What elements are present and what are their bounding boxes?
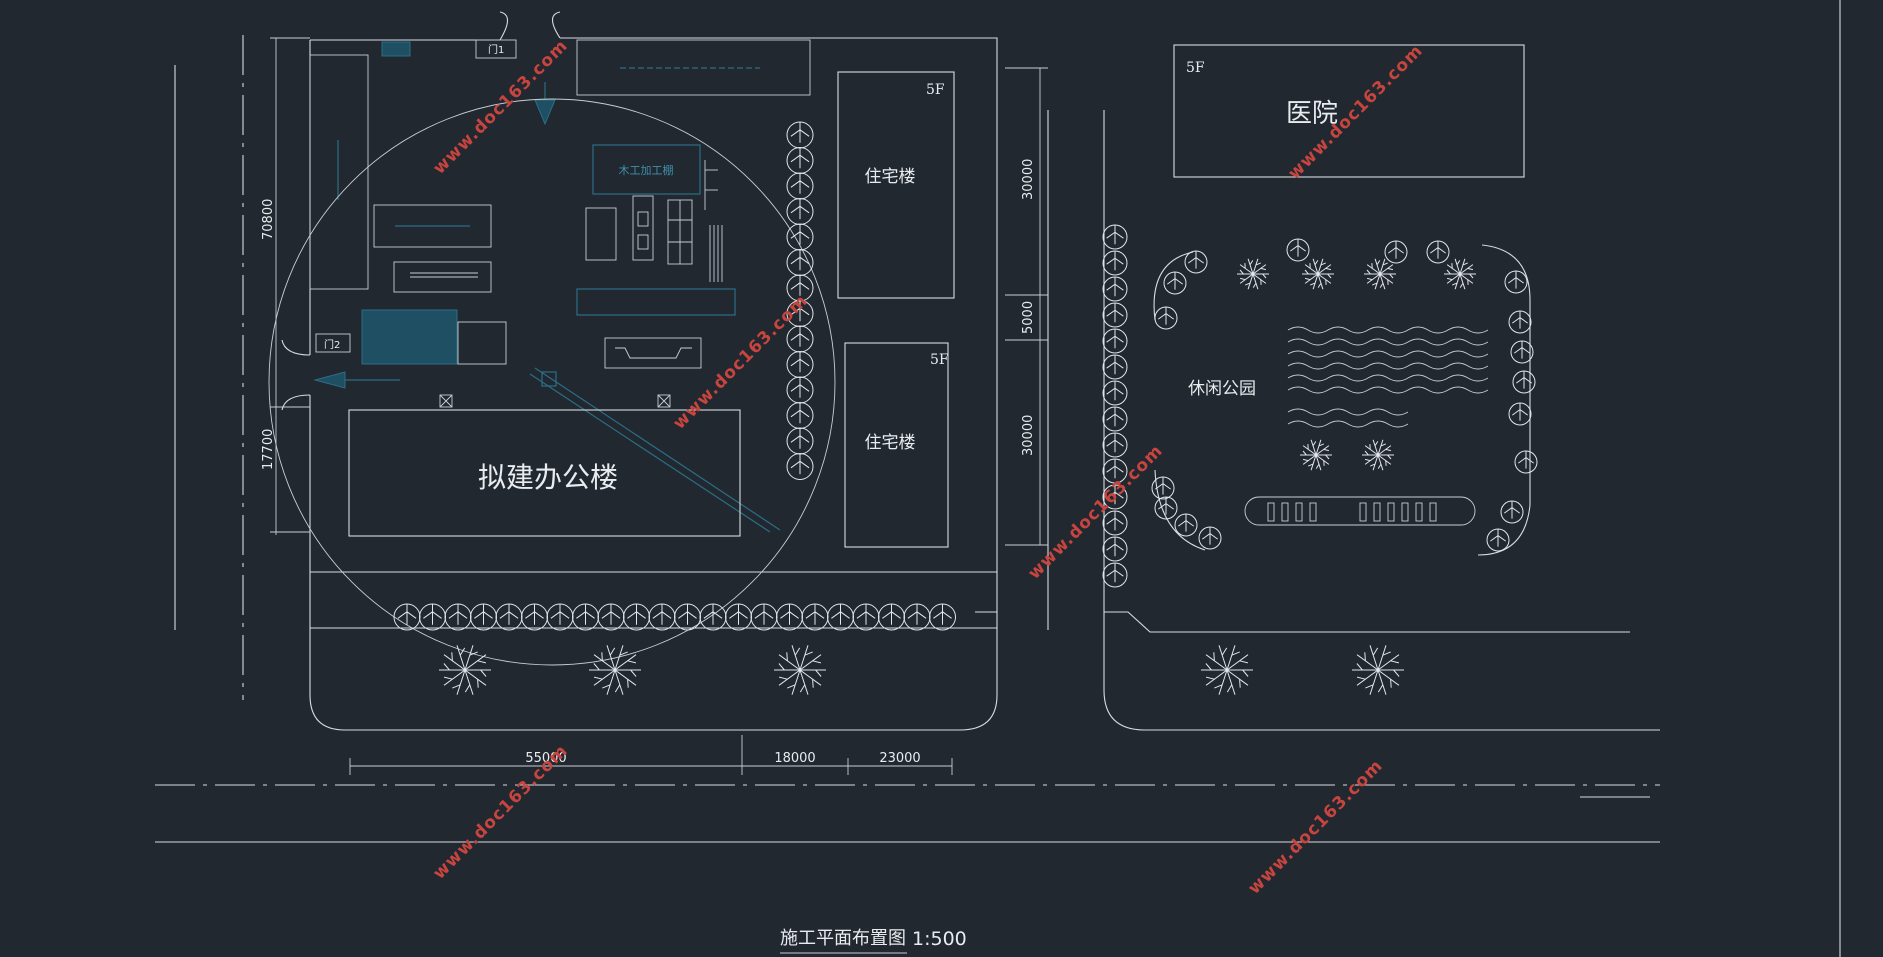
watermark: www.doc163.com <box>1244 756 1387 899</box>
proposed-office-building <box>348 409 741 537</box>
gate-2-label: 门2 <box>324 338 340 351</box>
cyan-block <box>361 309 458 365</box>
shrub-symbol <box>1302 258 1334 290</box>
hospital-floors: 5F <box>1186 60 1205 76</box>
dimensions-bottom: 55000 18000 23000 <box>349 735 953 775</box>
dim-bottom-2: 18000 <box>774 751 815 766</box>
shrub-symbol <box>1201 645 1253 695</box>
shrub-symbol <box>1352 645 1404 695</box>
drawing-title: 施工平面布置图 1:500 <box>780 928 967 954</box>
hospital-building <box>1173 44 1525 178</box>
park-trees <box>1151 238 1538 552</box>
watermark: www.doc163.com <box>669 291 812 434</box>
shrubs <box>439 258 1476 695</box>
shrub-symbol <box>1300 439 1332 471</box>
tower-crane-radius <box>268 98 836 666</box>
site-facilities: 门1 木工加工棚 门2 <box>309 39 811 533</box>
shrub-symbol <box>1444 258 1476 290</box>
watermark: www.doc163.com <box>1024 441 1167 584</box>
scale-text: 1:500 <box>912 928 967 950</box>
shrub-symbol <box>774 645 826 695</box>
site-boundary <box>281 11 1660 731</box>
dimensions-left: 70800 17700 <box>261 37 310 535</box>
dim-right-lower: 30000 <box>1021 415 1036 456</box>
dim-left-upper: 70800 <box>261 199 276 240</box>
gate-1-label: 门1 <box>488 43 504 56</box>
shrub-symbol <box>1362 439 1394 471</box>
shrub-symbol <box>439 645 491 695</box>
shrub-symbol <box>1364 258 1396 290</box>
dim-right-middle: 5000 <box>1021 301 1036 334</box>
long-shed <box>309 54 369 290</box>
storage-shed <box>373 204 492 248</box>
residential-1-floors: 5F <box>926 82 945 98</box>
shrub-symbol <box>589 645 641 695</box>
carpentry-shed <box>592 144 701 195</box>
north-shed <box>576 39 811 96</box>
tree-row-site-bottom <box>393 603 956 631</box>
park-label: 休闲公园 <box>1188 379 1256 399</box>
gate-2-box <box>315 333 351 353</box>
hospital-label: 医院 <box>1286 99 1338 129</box>
title-text: 施工平面布置图 <box>780 928 906 949</box>
residential-2-label: 住宅楼 <box>865 433 916 453</box>
shrub-symbol <box>1237 258 1269 290</box>
dimensions-right: 30000 5000 30000 <box>1005 67 1048 546</box>
residential-1-label: 住宅楼 <box>865 167 916 187</box>
small-room <box>381 41 411 57</box>
rebar-shed <box>576 288 736 316</box>
dim-left-lower: 17700 <box>261 429 276 470</box>
carpentry-shed-label: 木工加工棚 <box>619 163 674 177</box>
roads <box>155 35 1660 843</box>
mixer-area <box>604 337 702 369</box>
dim-bottom-1: 55000 <box>525 751 566 766</box>
park-flowerbeds <box>1287 326 1489 428</box>
dim-bottom-3: 23000 <box>879 751 920 766</box>
park-benches <box>1267 502 1437 522</box>
dim-right-upper: 30000 <box>1021 159 1036 200</box>
watermark: www.doc163.com <box>429 741 572 884</box>
park-bench-area <box>1244 496 1476 526</box>
leisure-park: 休闲公园 <box>1153 244 1531 556</box>
residential-building-2 <box>844 342 949 548</box>
tree-row-site-right <box>786 121 814 480</box>
residential-2-floors: 5F <box>930 352 949 368</box>
material-yard <box>393 261 492 293</box>
office-building-label: 拟建办公楼 <box>478 461 618 494</box>
tree-row-road <box>1102 224 1128 588</box>
gate-1-box <box>475 39 517 59</box>
residential-building-1 <box>837 71 955 299</box>
